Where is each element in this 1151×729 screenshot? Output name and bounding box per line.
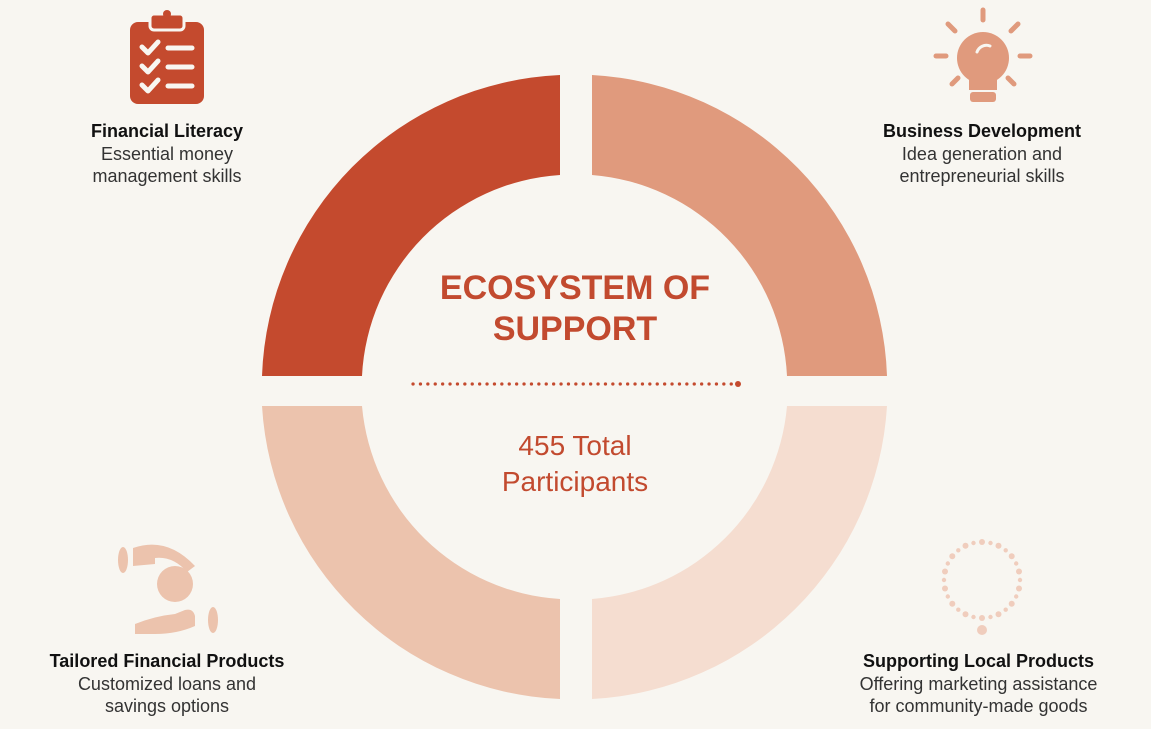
caption-description-line2: entrepreneurial skills <box>899 166 1065 186</box>
necklace-bead <box>1008 600 1015 607</box>
ring-segment-business-development[interactable] <box>592 75 887 376</box>
necklace-bead <box>971 614 976 620</box>
participants-count: 455 Total Participants <box>375 428 775 501</box>
participants-count-line1: 455 Total <box>518 430 632 461</box>
necklace-bead <box>962 542 969 549</box>
necklace-bead <box>1014 594 1019 599</box>
necklace-bead <box>1016 568 1022 575</box>
necklace-bead <box>988 540 993 546</box>
participants-count-line2: Participants <box>501 466 649 498</box>
ring-segment-supporting-local-products[interactable] <box>592 406 887 699</box>
necklace-bead <box>962 611 969 618</box>
caption-description-line2: for community-made goods <box>869 696 1088 716</box>
caption-supporting-local-products: Supporting Local Products Offering marke… <box>806 650 1151 718</box>
ring-segment-tailored-financial-products[interactable] <box>262 406 560 699</box>
necklace-bead <box>1016 585 1022 592</box>
clipboard-checklist-icon <box>130 10 204 104</box>
bead-necklace-icon <box>941 539 1023 635</box>
necklace-bead <box>956 607 961 612</box>
necklace-bead <box>1017 577 1023 583</box>
caption-financial-literacy: Financial Literacy Essential money manag… <box>37 120 297 188</box>
center-title-line1: ECOSYSTEM OF <box>439 269 711 307</box>
caption-description-line2: savings options <box>104 696 230 716</box>
caption-description-line1: Idea generation and <box>901 143 1063 164</box>
necklace-bead <box>942 585 948 592</box>
necklace-bead <box>949 553 956 560</box>
center-title: ECOSYSTEM OF SUPPORT <box>375 268 775 350</box>
necklace-bead <box>979 539 985 545</box>
necklace-bead <box>995 611 1002 618</box>
caption-description-line1: Essential money <box>100 143 234 164</box>
necklace-bead <box>979 615 985 621</box>
caption-title: Financial Literacy <box>90 121 244 141</box>
necklace-bead <box>949 600 956 607</box>
ring-segment-financial-literacy[interactable] <box>262 75 560 376</box>
necklace-bead <box>945 594 950 599</box>
lightbulb-icon <box>933 7 1033 102</box>
necklace-bead <box>941 577 947 583</box>
necklace-bead <box>1003 607 1008 612</box>
caption-business-development: Business Development Idea generation and… <box>832 120 1132 188</box>
necklace-bead <box>942 568 948 575</box>
caption-description-line1: Customized loans and <box>77 673 257 694</box>
necklace-bead <box>988 614 993 620</box>
necklace-pendant <box>977 625 987 635</box>
divider-end-dot <box>735 381 741 387</box>
necklace-bead <box>956 548 961 553</box>
caption-title: Business Development <box>882 121 1082 141</box>
necklace-bead <box>1003 548 1008 553</box>
necklace-bead <box>1014 561 1019 566</box>
caption-description-line2: management skills <box>92 166 242 186</box>
necklace-bead <box>995 542 1002 549</box>
caption-description-line1: Offering marketing assistance <box>859 673 1098 694</box>
caption-title: Tailored Financial Products <box>49 651 285 671</box>
necklace-bead <box>971 540 976 546</box>
caption-title: Supporting Local Products <box>862 651 1094 671</box>
center-title-line2: SUPPORT <box>492 309 658 348</box>
caption-tailored-financial-products: Tailored Financial Products Customized l… <box>0 650 334 718</box>
necklace-bead <box>945 561 950 566</box>
necklace-bead <box>1008 553 1015 560</box>
hands-coin-icon <box>118 544 218 634</box>
